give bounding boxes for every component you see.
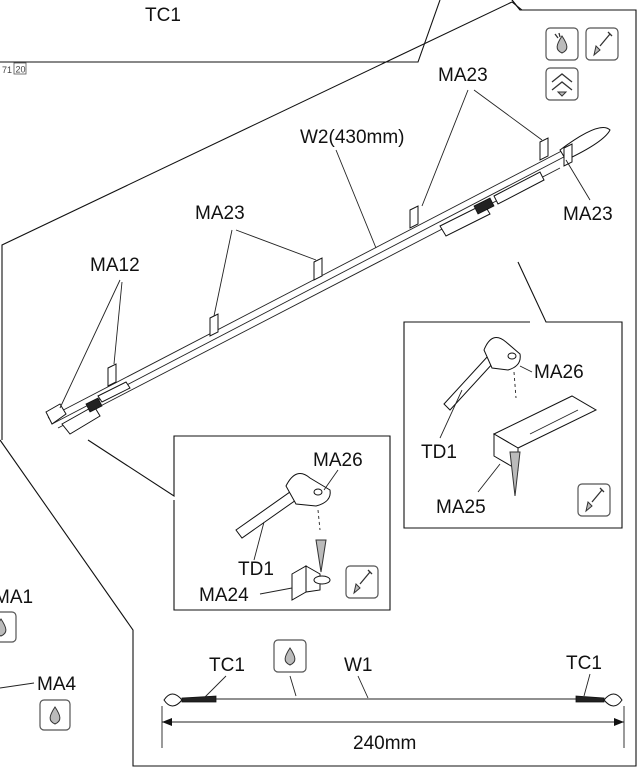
td1-lower-label: TD1	[238, 559, 274, 580]
glue-drop-icon	[545, 27, 579, 61]
detail-callout-right	[403, 261, 623, 529]
ma25-label: MA25	[436, 497, 486, 518]
w1-wire-assembly	[163, 693, 623, 707]
ma26-lower-label: MA26	[313, 450, 363, 471]
ma25-plate	[492, 395, 598, 449]
ma4-label: MA4	[37, 674, 77, 695]
ma23-right-label: MA23	[563, 204, 613, 225]
ma12-bracket-left	[45, 403, 67, 425]
detail-callout-lower	[87, 435, 391, 611]
w2-label: W2(430mm)	[300, 127, 405, 148]
td1-rod-lower	[235, 491, 297, 539]
glue-drop-icon	[39, 699, 71, 731]
ma23-clip-3	[409, 205, 419, 229]
tc1-loop-right	[603, 693, 623, 707]
ma23-top-label: MA23	[438, 65, 488, 86]
tc1-wire-left-label: TC1	[209, 655, 245, 676]
tc1-wire-right-label: TC1	[566, 653, 602, 674]
ma26-right-label: MA26	[534, 362, 584, 383]
ma24-bracket	[291, 565, 307, 601]
ma12-bracket-left-2	[61, 405, 101, 435]
ma23-clip-2	[313, 257, 323, 281]
glue-drop-icon	[273, 639, 307, 673]
ma24-label: MA24	[199, 585, 249, 606]
main-panel-border	[511, 0, 636, 11]
w1-label: W1	[344, 655, 373, 676]
page-ref-number: 71	[2, 65, 12, 75]
paint-brush-icon	[585, 27, 619, 61]
ma26-clamp-right	[483, 337, 521, 371]
ma23-clip-1	[209, 313, 219, 337]
page-ref-box	[13, 62, 27, 75]
td1-right-label: TD1	[421, 442, 457, 463]
ma23-mid-label: MA23	[195, 203, 245, 224]
ma26-clamp-lower	[285, 473, 331, 507]
tc1-top-label: TC1	[145, 5, 181, 26]
ma23-clip-4	[539, 137, 549, 161]
ma12-label: MA12	[90, 255, 140, 276]
paint-brush-icon	[345, 565, 379, 599]
top-panel-border	[0, 0, 441, 63]
w2-wire-assembly	[45, 127, 611, 435]
dimension-label: 240mm	[353, 733, 416, 754]
page-ref-box-label: 20	[16, 65, 26, 75]
td1-rod-right	[443, 355, 495, 411]
glue-drop-icon	[0, 611, 17, 643]
tc1-loop-left	[163, 693, 183, 707]
top-right-panel-border	[511, 0, 636, 11]
fold-chevron-icon	[545, 67, 579, 101]
dimension-line	[161, 706, 625, 748]
ma12-clip	[107, 363, 117, 387]
paint-brush-icon	[577, 483, 611, 517]
ma1-label: MA1	[0, 587, 33, 608]
